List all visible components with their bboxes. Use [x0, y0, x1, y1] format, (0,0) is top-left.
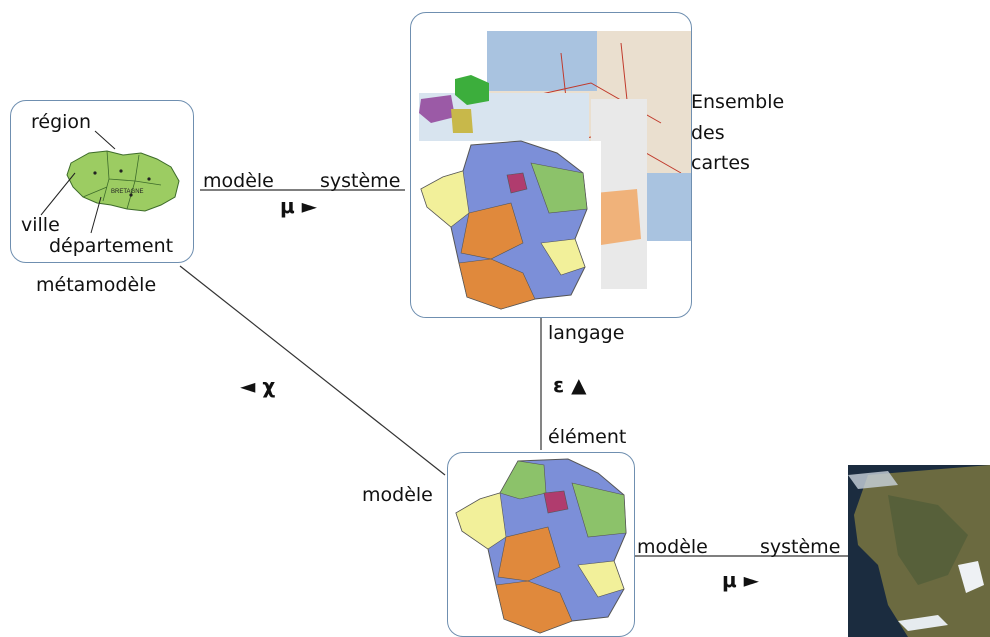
atlantic-sea — [641, 173, 691, 241]
france-departments-map — [455, 458, 627, 634]
departement-label: département — [49, 235, 174, 257]
vertical-relation-language: langage — [548, 322, 625, 344]
brittany-region-map: BRETAGNE — [40, 130, 180, 234]
top-relation-system: système — [320, 170, 401, 192]
dept-orange-center — [497, 526, 561, 582]
region-pointer — [94, 130, 116, 150]
channel-sea — [487, 31, 597, 91]
diagonal-relation-line — [179, 265, 446, 476]
model-box — [447, 452, 635, 637]
region-shape — [66, 150, 180, 212]
dept-yellow-west — [455, 492, 507, 550]
map-set-caption-line-2: des — [691, 122, 725, 144]
departement-pointer — [90, 196, 102, 234]
diagonal-relation-chi: ◄ χ — [240, 374, 276, 398]
map-set-box — [410, 12, 692, 318]
top-relation-model: modèle — [203, 170, 274, 192]
map-set-caption-line-1: Ensemble — [691, 91, 785, 113]
metamodel-box: BRETAGNE région ville département — [10, 100, 194, 263]
city-dot — [147, 177, 151, 181]
dept-green-east — [530, 162, 588, 214]
admin-map-region — [595, 189, 641, 245]
dept-yellow-southeast — [540, 238, 586, 276]
model-caption: modèle — [362, 484, 433, 506]
department-borders — [82, 150, 162, 210]
ville-label: ville — [21, 214, 60, 236]
bottom-relation-system: système — [760, 536, 841, 558]
pays-loire-region — [451, 109, 473, 133]
dept-orange-south — [495, 580, 573, 634]
city-dot — [129, 193, 133, 197]
region-map-name: BRETAGNE — [111, 189, 144, 195]
dept-paris — [543, 490, 569, 514]
ville-pointer — [40, 172, 76, 216]
vertical-relation-element: élément — [548, 426, 627, 448]
dept-yellow-southeast — [577, 560, 625, 598]
dept-green-east — [571, 482, 627, 538]
dept-paris — [506, 172, 528, 194]
snow-alps — [958, 561, 984, 593]
snow-pyrenees — [898, 615, 948, 631]
dept-orange-south — [458, 258, 536, 310]
bottom-relation-model: modèle — [637, 536, 708, 558]
metamodel-caption: métamodèle — [36, 274, 157, 296]
dept-orange-center — [460, 202, 524, 260]
city-dot — [119, 169, 123, 173]
satellite-view — [848, 465, 990, 637]
normandy-region — [455, 75, 489, 105]
bottom-relation-mu: μ ► — [722, 568, 760, 592]
dept-green-northwest — [499, 460, 547, 500]
city-dot — [93, 171, 97, 175]
cloud — [848, 471, 898, 489]
satellite-image — [848, 465, 990, 637]
brittany-region — [419, 95, 455, 123]
top-relation-mu: μ ► — [280, 194, 318, 218]
map-set-caption-line-3: cartes — [691, 152, 750, 174]
region-label: région — [31, 111, 92, 133]
vertical-relation-epsilon: ε ▲ — [553, 373, 587, 397]
map-collage — [415, 31, 691, 317]
land-texture — [888, 495, 968, 585]
